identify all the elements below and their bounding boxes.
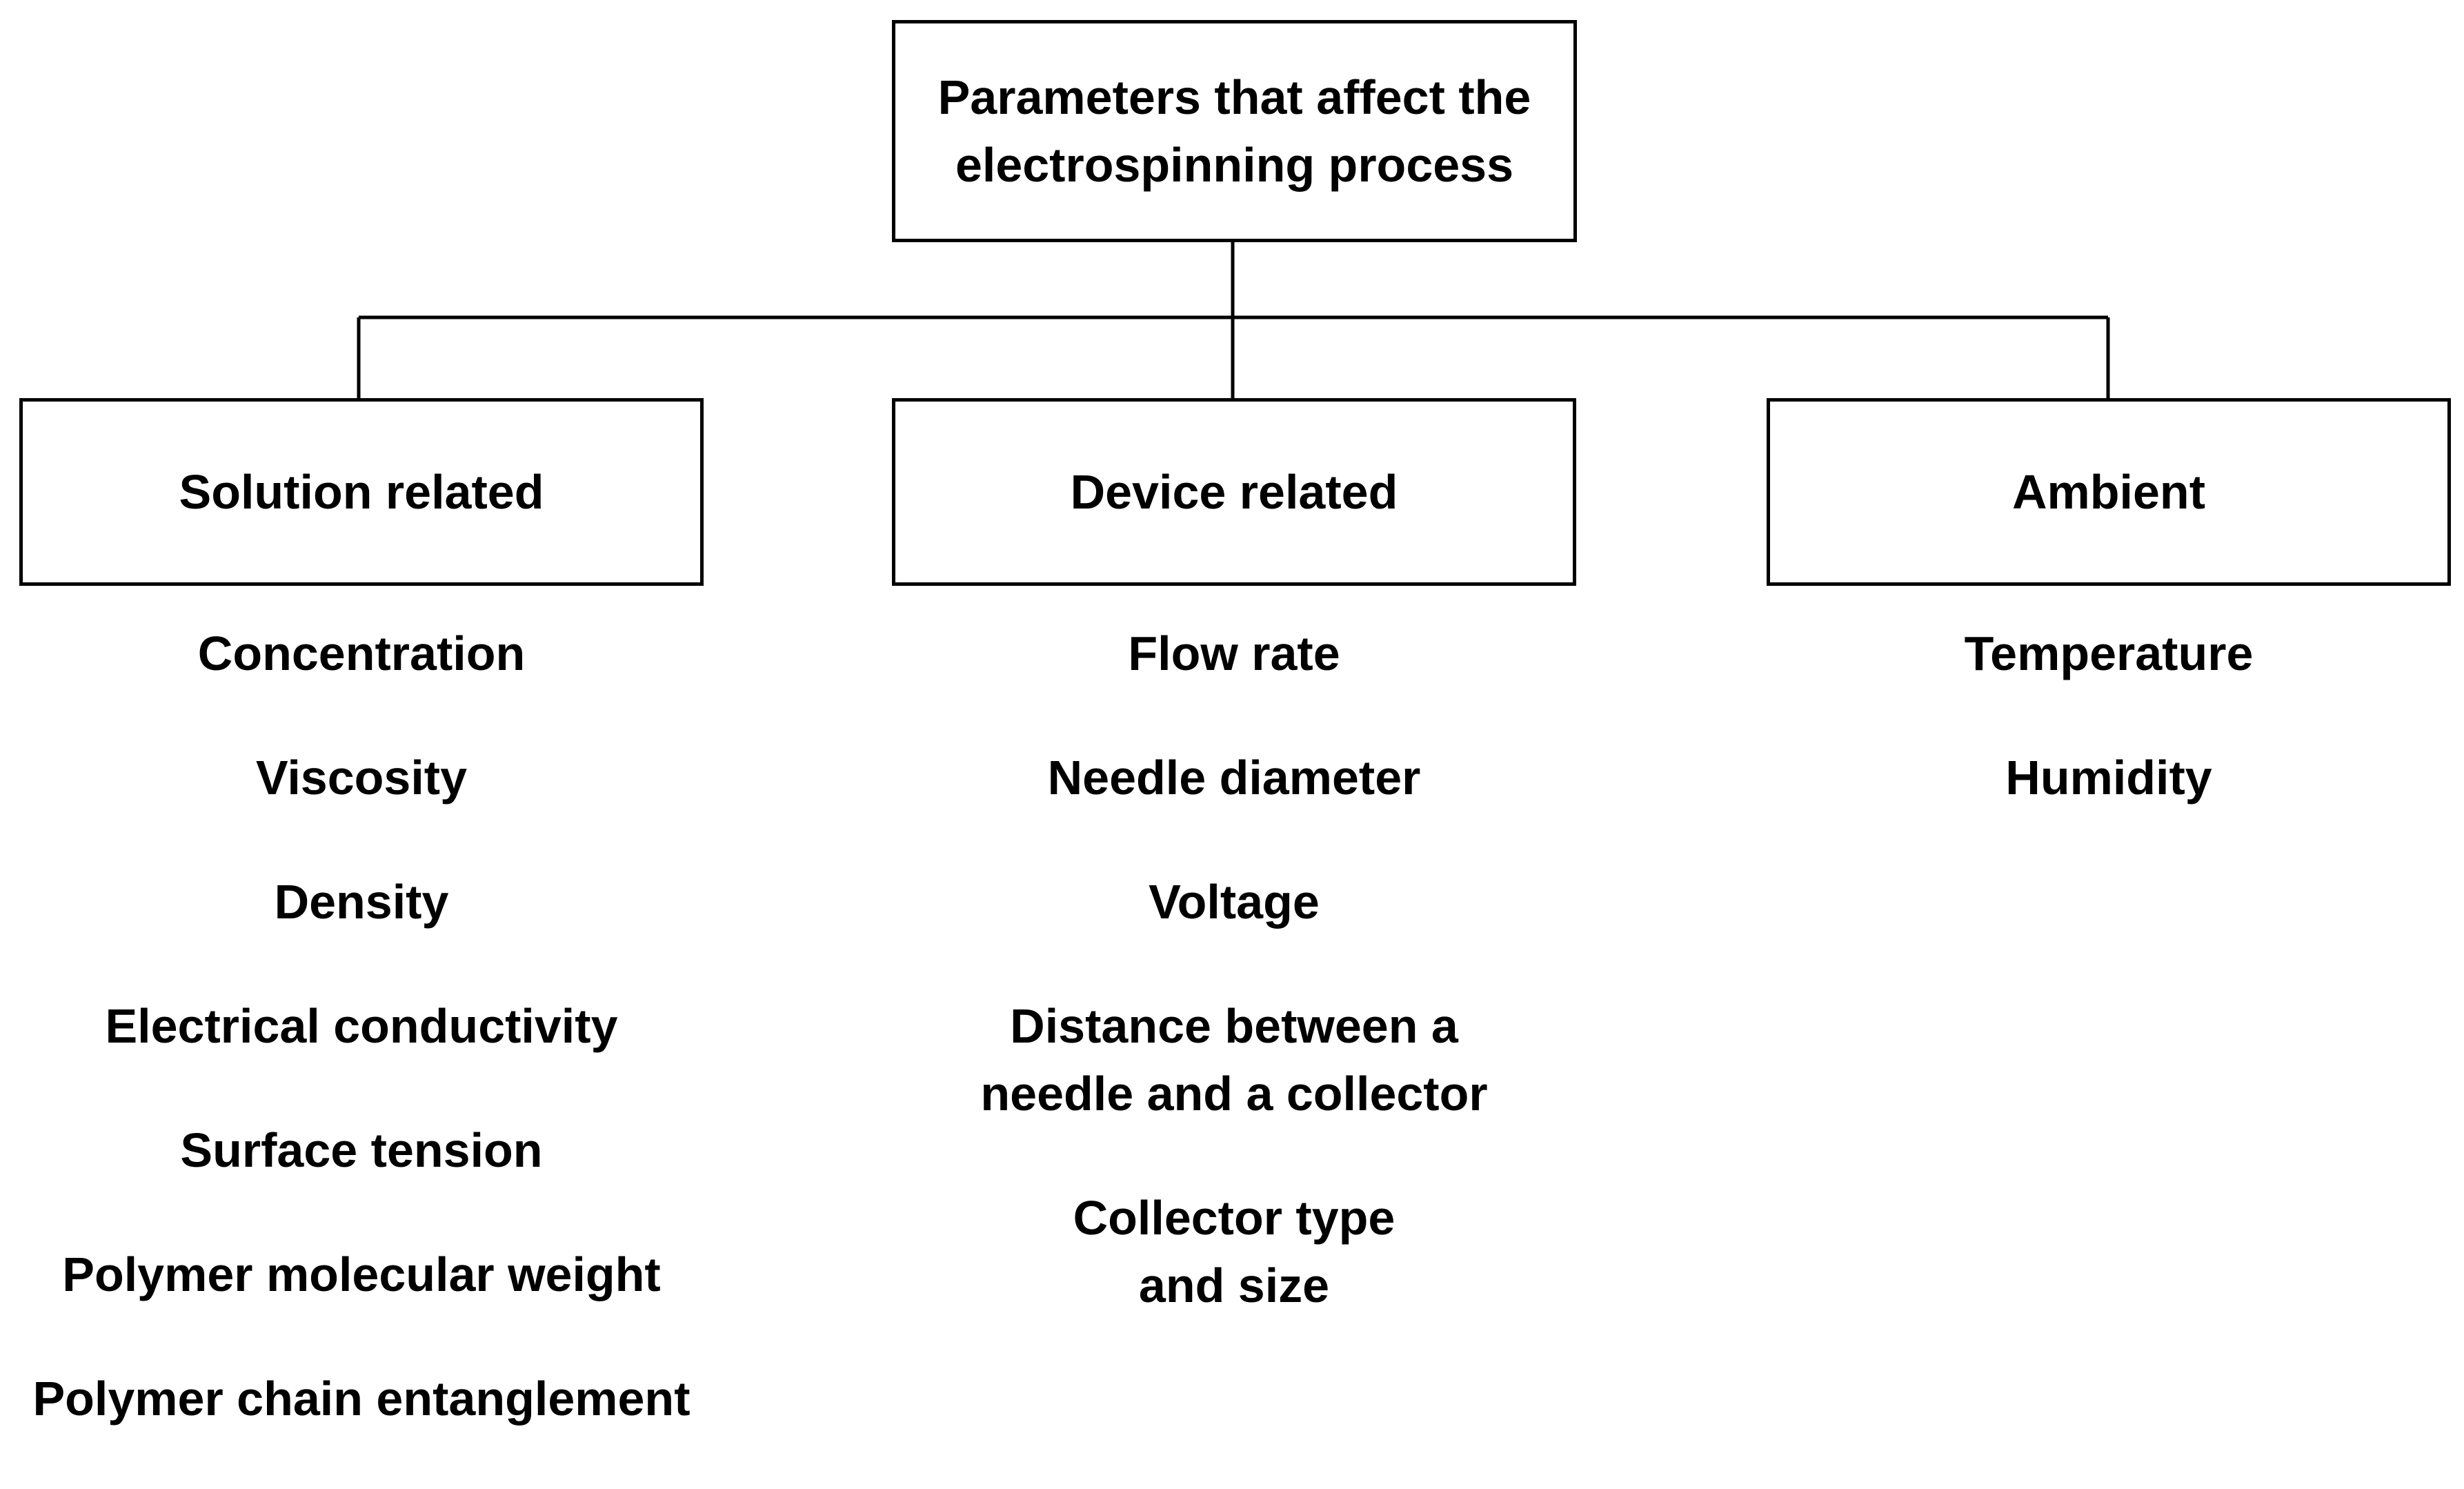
parameter-item: Voltage <box>1149 875 1320 929</box>
parameter-item: Humidity <box>2005 751 2212 805</box>
parameter-item: Concentration <box>197 627 526 680</box>
category-label-solution: Solution related <box>179 465 544 519</box>
category-label-ambient: Ambient <box>2012 465 2205 519</box>
parameter-item: Collector type and size <box>868 1184 1600 1319</box>
root-label-line-1: Parameters that affect the <box>937 70 1531 124</box>
category-label-device: Device related <box>1070 465 1398 519</box>
parameter-item: Distance between a needle and a collector <box>868 992 1600 1127</box>
parameter-item-line: needle and a collector <box>980 1067 1488 1121</box>
parameter-item: Polymer molecular weight <box>62 1248 661 1301</box>
root-node: Parameters that affect the electrospinni… <box>892 20 1577 242</box>
parameter-item: Polymer chain entanglement <box>32 1372 690 1426</box>
parameter-item: Viscosity <box>255 751 468 805</box>
parameter-item: Electrical conductivity <box>105 999 618 1053</box>
parameter-item-line: Collector type <box>1073 1191 1395 1245</box>
parameter-item: Flow rate <box>1128 627 1340 680</box>
parameter-item-line: Distance between a <box>1010 999 1458 1053</box>
category-node-solution: Solution related <box>19 398 704 586</box>
root-label-line-2: electrospinning process <box>955 138 1514 192</box>
parameter-item: Temperature <box>1964 627 2254 680</box>
root-node-label: Parameters that affect the electrospinni… <box>938 63 1531 199</box>
connector-lines <box>357 242 2110 398</box>
parameter-item: Surface tension <box>180 1123 543 1177</box>
parameter-item: Density <box>274 875 449 929</box>
parameter-item: Needle diameter <box>1047 751 1421 805</box>
parameter-item-line: and size <box>1138 1259 1330 1312</box>
category-node-device: Device related <box>892 398 1576 586</box>
category-node-ambient: Ambient <box>1767 398 2451 586</box>
